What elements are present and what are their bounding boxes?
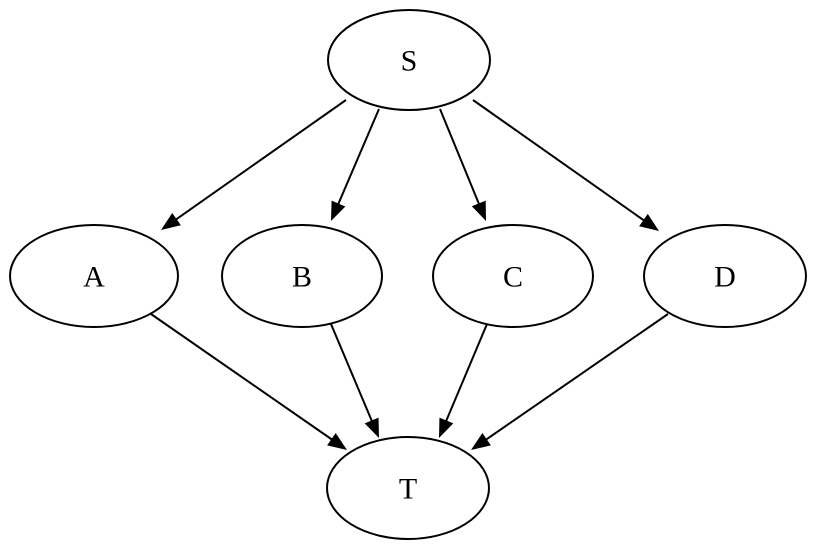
- edge-s-to-b: [331, 108, 380, 221]
- edge-shaft: [150, 313, 335, 442]
- edge-d-to-t: [471, 313, 669, 450]
- node-d[interactable]: D: [643, 224, 807, 328]
- edge-s-to-d: [472, 99, 659, 231]
- arrowhead-icon: [161, 212, 181, 230]
- node-t[interactable]: T: [326, 436, 490, 540]
- arrowhead-icon: [327, 433, 347, 450]
- node-b[interactable]: B: [221, 224, 383, 328]
- node-ellipse-s[interactable]: [327, 9, 491, 111]
- arrowhead-icon: [364, 417, 379, 438]
- node-s[interactable]: S: [327, 9, 491, 111]
- edge-s-to-a: [161, 99, 347, 230]
- arrowhead-icon: [639, 213, 659, 231]
- edge-shaft: [483, 313, 669, 442]
- arrowhead-icon: [471, 200, 486, 221]
- edge-shaft: [330, 323, 374, 424]
- edge-shaft: [472, 99, 647, 223]
- node-label-c: C: [503, 261, 523, 294]
- node-ellipse-t[interactable]: [326, 436, 490, 540]
- edges-layer: [150, 99, 669, 450]
- node-ellipse-c[interactable]: [432, 224, 594, 328]
- edge-b-to-t: [330, 323, 379, 438]
- edge-shaft: [336, 108, 380, 207]
- node-ellipse-b[interactable]: [221, 224, 383, 328]
- edge-shaft: [444, 323, 488, 424]
- nodes-layer: S A B C D T: [9, 9, 807, 540]
- node-label-s: S: [401, 45, 418, 78]
- edge-a-to-t: [150, 313, 347, 450]
- node-a[interactable]: A: [9, 224, 179, 328]
- edge-shaft: [439, 108, 481, 207]
- arrowhead-icon: [331, 200, 346, 221]
- edge-s-to-c: [439, 108, 486, 221]
- node-ellipse-a[interactable]: [9, 224, 179, 328]
- edge-c-to-t: [439, 323, 488, 438]
- node-label-b: B: [292, 261, 312, 294]
- arrowhead-icon: [471, 433, 491, 450]
- arrowhead-icon: [439, 417, 454, 438]
- node-c[interactable]: C: [432, 224, 594, 328]
- edge-shaft: [173, 99, 347, 222]
- node-label-t: T: [399, 473, 417, 506]
- node-ellipse-d[interactable]: [643, 224, 807, 328]
- node-label-a: A: [83, 261, 105, 294]
- node-label-d: D: [714, 261, 736, 294]
